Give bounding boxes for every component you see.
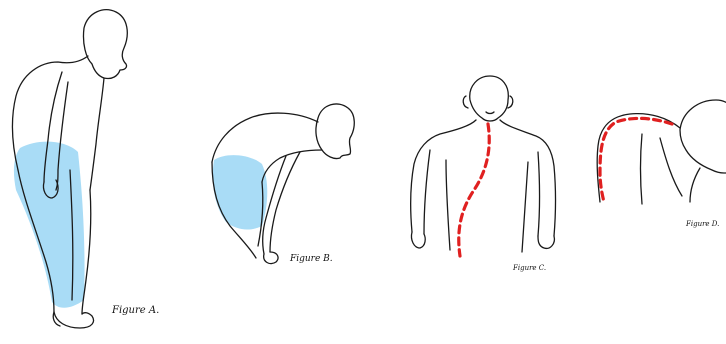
figure-b-caption: Figure B. xyxy=(290,254,333,264)
figure-a-caption: Figure A. xyxy=(112,305,159,316)
figure-a-head xyxy=(83,10,127,79)
figure-b xyxy=(212,104,354,264)
figure-a xyxy=(12,10,127,328)
figure-c-head xyxy=(470,76,509,121)
figure-c-caption: Figure C. xyxy=(513,264,546,272)
figure-c xyxy=(411,76,556,256)
figure-d-head xyxy=(680,100,726,173)
figure-d-caption: Figure D. xyxy=(686,220,719,228)
figure-b-hip-highlight xyxy=(213,155,268,229)
figure-d xyxy=(597,100,726,204)
figure-d-spine-curve xyxy=(600,118,672,202)
figure-c-spine-curve xyxy=(459,124,489,256)
figure-a-leg-highlight xyxy=(14,142,85,308)
